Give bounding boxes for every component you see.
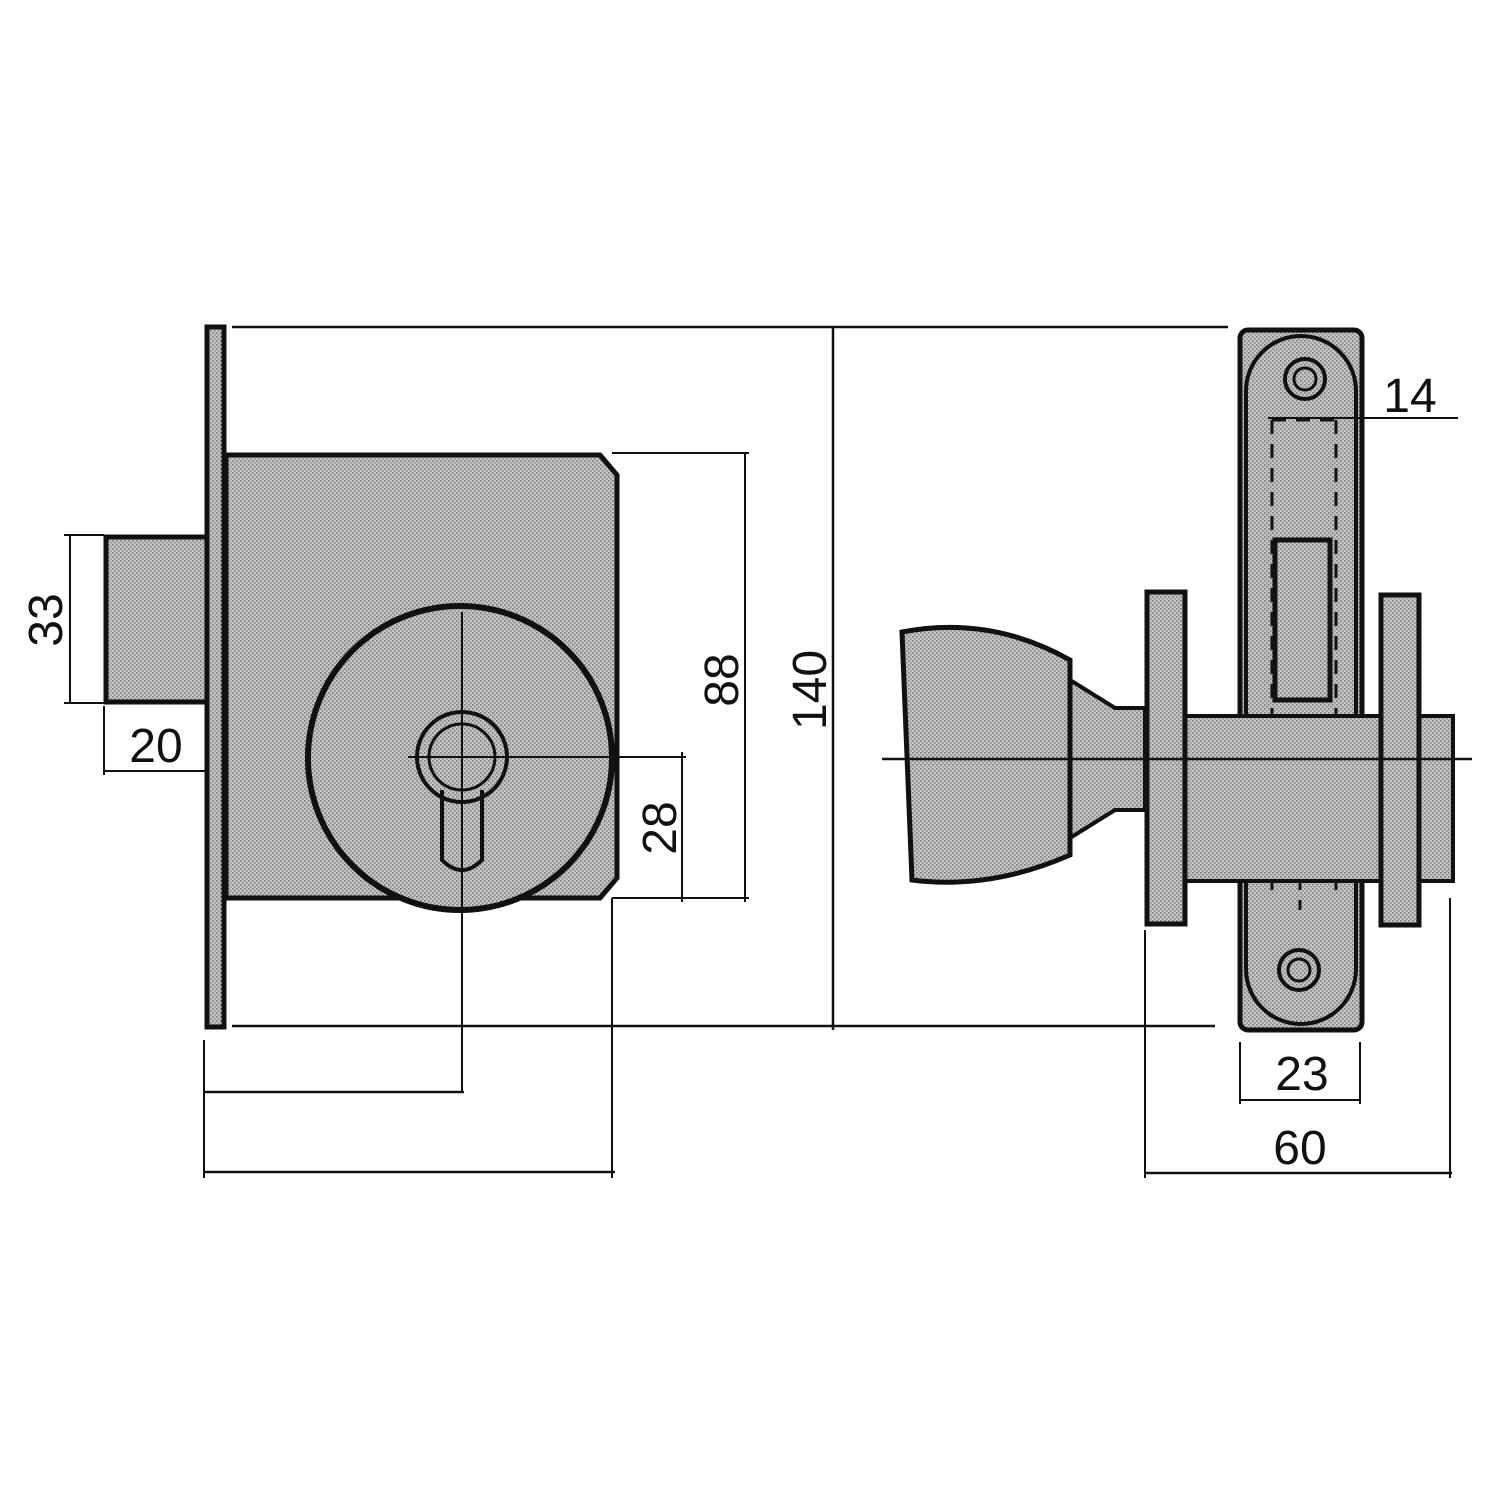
dim-bolt-projection: 20: [129, 720, 182, 773]
lock-bolt: [103, 534, 213, 705]
top-screw-icon: [1283, 357, 1327, 401]
dim-case-height: 88: [696, 653, 749, 706]
side-view: 14 23 60: [882, 327, 1472, 1178]
dim-overall-depth: 60: [1273, 1122, 1326, 1175]
front-view: 33 20 88 28 140: [20, 324, 1228, 1178]
front-faceplate: [204, 324, 227, 1030]
dim-faceplate-height: 140: [784, 650, 837, 730]
dim-cylinder-offset: 28: [634, 801, 687, 854]
side-faceplate-inner: [1244, 334, 1358, 1026]
dim-bolt-height: 33: [20, 593, 73, 646]
door-knob: [899, 624, 1073, 885]
dim-strike-width: 14: [1383, 370, 1436, 423]
bottom-screw-icon: [1277, 948, 1321, 992]
dim-faceplate-width: 23: [1275, 1048, 1328, 1101]
bolt-opening: [1272, 537, 1333, 703]
